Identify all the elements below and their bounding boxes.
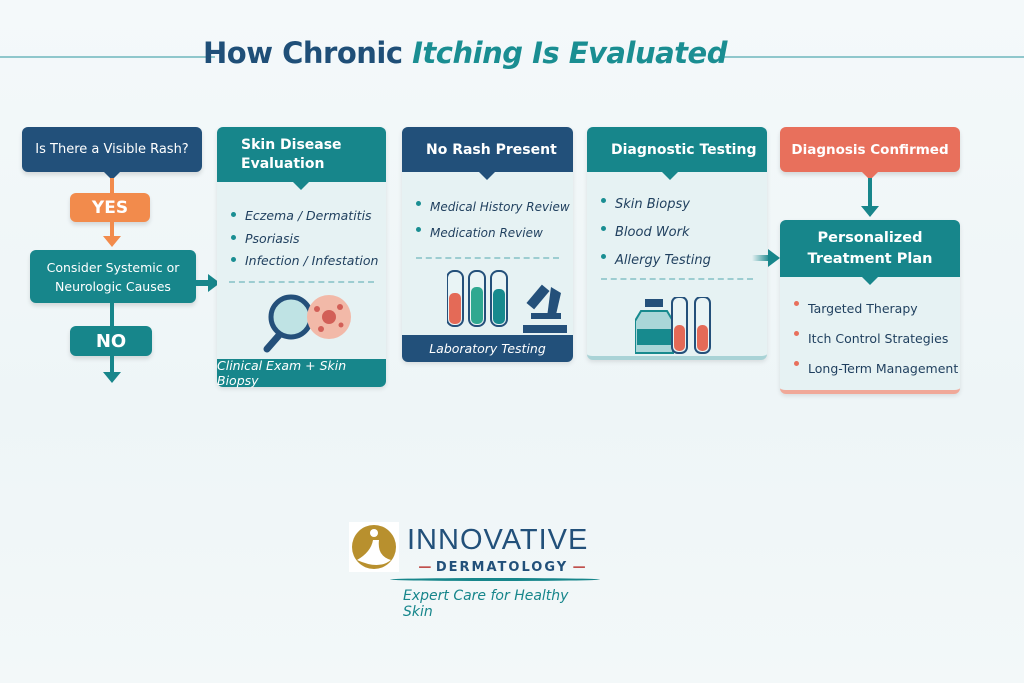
arrow-right-icon bbox=[768, 249, 780, 267]
treatment-plan-card: Personalized Treatment Plan Targeted The… bbox=[780, 220, 960, 394]
skin-rash-icon bbox=[307, 295, 351, 339]
card-title: Diagnostic Testing bbox=[587, 127, 767, 172]
skin-disease-card: Skin Disease Evaluation Eczema / Dermati… bbox=[217, 127, 386, 388]
logo-tagline: Expert Care for Healthy Skin bbox=[403, 588, 569, 620]
test-tubes-icon bbox=[447, 270, 567, 333]
yes-label: YES bbox=[70, 193, 150, 222]
question-box: Is There a Visible Rash? bbox=[22, 127, 202, 180]
magnifier-icon bbox=[263, 294, 351, 353]
page-title: How Chronic Itching Is Evaluated bbox=[203, 36, 727, 70]
list-item: Infection / Infestation bbox=[231, 250, 378, 273]
card-title: No Rash Present bbox=[402, 127, 573, 172]
microscope-icon bbox=[523, 284, 567, 333]
list-item: Blood Work bbox=[601, 219, 711, 247]
diagnostic-testing-card: Diagnostic Testing Skin Biopsy Blood Wor… bbox=[587, 127, 767, 360]
list-item: Medical History Review bbox=[416, 194, 570, 220]
logo-swoosh bbox=[390, 578, 600, 581]
skin-list: Eczema / Dermatitis Psoriasis Infection … bbox=[231, 205, 378, 273]
title-rule-left bbox=[0, 56, 215, 58]
bottle-icon bbox=[635, 297, 711, 354]
arrow-down-icon bbox=[861, 206, 879, 217]
card-footer: Clinical Exam + Skin Biopsy bbox=[217, 358, 386, 388]
card-title: Skin Disease Evaluation bbox=[217, 127, 386, 182]
logo-sub: — DERMATOLOGY — bbox=[418, 560, 586, 575]
logo: INNOVATIVE — DERMATOLOGY — Expert Care f… bbox=[345, 520, 600, 620]
list-item: Long-Term Management bbox=[794, 354, 958, 384]
list-item: Itch Control Strategies bbox=[794, 324, 958, 354]
list-item: Targeted Therapy bbox=[794, 294, 958, 324]
logo-emblem-icon bbox=[349, 522, 399, 572]
logo-name: INNOVATIVE bbox=[407, 524, 589, 556]
arrow-down-icon bbox=[103, 372, 121, 383]
list-item: Psoriasis bbox=[231, 228, 378, 251]
no-rash-card: No Rash Present Medical History Review M… bbox=[402, 127, 573, 362]
list-item: Medication Review bbox=[416, 220, 570, 246]
connector bbox=[110, 356, 114, 372]
card-title: Personalized Treatment Plan bbox=[780, 220, 960, 277]
connector bbox=[110, 222, 114, 238]
systemic-causes-box: Consider Systemic or Neurologic Causes bbox=[30, 250, 196, 303]
diagnosis-confirmed-box: Diagnosis Confirmed bbox=[780, 127, 960, 180]
list-item: Skin Biopsy bbox=[601, 191, 711, 219]
no-label: NO bbox=[70, 326, 152, 356]
card-footer: Laboratory Testing bbox=[402, 335, 573, 362]
list-item: Allergy Testing bbox=[601, 247, 711, 275]
list-item: Eczema / Dermatitis bbox=[231, 205, 378, 228]
connector bbox=[110, 303, 114, 326]
connector bbox=[196, 280, 210, 286]
arrow-down-icon bbox=[103, 236, 121, 247]
connector bbox=[752, 255, 770, 261]
test-tubes-icon bbox=[671, 297, 711, 354]
connector bbox=[868, 178, 872, 208]
diagnostic-list: Skin Biopsy Blood Work Allergy Testing bbox=[601, 191, 711, 275]
connector bbox=[110, 178, 114, 193]
no-rash-list: Medical History Review Medication Review bbox=[416, 194, 570, 246]
plan-list: Targeted Therapy Itch Control Strategies… bbox=[794, 294, 958, 384]
title-rule-right bbox=[718, 56, 1024, 58]
